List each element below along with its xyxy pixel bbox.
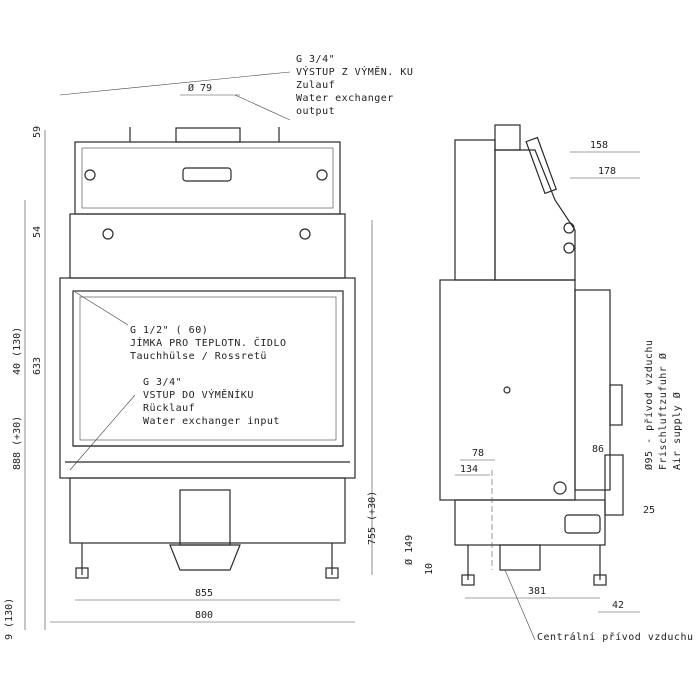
handle — [182, 167, 232, 182]
svg-text:JÍMKA PRO TEPLOTN. ČIDLO: JÍMKA PRO TEPLOTN. ČIDLO — [130, 336, 287, 349]
note-output: G 3/4" VÝSTUP Z VÝMĚN. KU Zulauf Water e… — [296, 54, 413, 117]
side-point — [503, 386, 511, 394]
foot-right-pad — [325, 567, 339, 579]
svg-text:Air supply Ø: Air supply Ø — [671, 392, 683, 470]
dim-9-130: 9 (130) — [4, 598, 15, 640]
note-input: G 3/4" VSTUP DO VÝMĚNÍKU Rücklauf Water … — [143, 377, 280, 427]
svg-text:Frischluftzufuhr Ø: Frischluftzufuhr Ø — [657, 353, 669, 470]
dim-888-30: 888 (+30) — [12, 416, 23, 470]
glass-inner — [79, 296, 337, 441]
connector-icon — [102, 228, 114, 240]
connector-icon — [299, 228, 311, 240]
bolt-icon — [84, 169, 96, 181]
front-view: 59 54 40 (130) 633 888 (+30) 755 (+30) 8… — [4, 54, 413, 640]
dim-855: 855 — [195, 588, 213, 599]
side-lower-box — [454, 499, 606, 546]
note-air-supply: Ø95 - přívod vzduchu Frischluftzufuhr Ø … — [643, 340, 683, 470]
dim-59: 59 — [32, 126, 43, 138]
side-view: 158 178 78 134 86 25 Ø 149 10 381 42 Ø95… — [403, 124, 694, 643]
side-lever — [609, 384, 623, 426]
svg-text:Ø95 - přívod vzduchu: Ø95 - přívod vzduchu — [643, 340, 655, 470]
svg-text:Rücklauf: Rücklauf — [143, 403, 195, 414]
dim-149: Ø 149 — [403, 535, 415, 565]
svg-text:G 3/4": G 3/4" — [296, 54, 335, 65]
svg-text:VSTUP DO VÝMĚNÍKU: VSTUP DO VÝMĚNÍKU — [143, 388, 254, 401]
leader-line-1 — [59, 71, 291, 96]
svg-text:VÝSTUP Z VÝMĚN. KU: VÝSTUP Z VÝMĚN. KU — [296, 65, 413, 78]
leader-bottom — [504, 569, 536, 641]
dim-42: 42 — [612, 600, 624, 611]
firebox-frame — [59, 277, 356, 479]
dim-78: 78 — [472, 448, 484, 459]
side-flue — [494, 124, 521, 151]
svg-text:G 1/2" ( 60): G 1/2" ( 60) — [130, 325, 208, 336]
svg-text:Tauchhülse / Rossretü: Tauchhülse / Rossretü — [130, 351, 267, 362]
side-foot-left-pad — [461, 574, 475, 586]
dim-40-130: 40 (130) — [12, 327, 23, 375]
bolt-icon — [316, 169, 328, 181]
ash-box — [179, 489, 231, 546]
dim-381: 381 — [528, 586, 546, 597]
side-foot-right-pad — [593, 574, 607, 586]
dim-178: 178 — [598, 166, 616, 177]
upper-housing-inner — [81, 147, 334, 209]
svg-text:G 3/4": G 3/4" — [143, 377, 182, 388]
side-air-duct — [499, 544, 541, 571]
dim-800: 800 — [195, 610, 213, 621]
svg-text:Water exchanger: Water exchanger — [296, 93, 394, 104]
svg-text:Water exchanger input: Water exchanger input — [143, 416, 280, 427]
note-central-air: Centrální přívod vzduchu — [537, 631, 694, 643]
dim-diam-79: Ø 79 — [188, 82, 212, 94]
side-door-edge — [604, 454, 624, 516]
dim-54: 54 — [32, 226, 43, 238]
dim-86: 86 — [592, 444, 604, 455]
svg-text:output: output — [296, 106, 335, 117]
side-upper-body — [494, 149, 576, 281]
leader-line-4 — [69, 394, 136, 471]
middle-band — [69, 213, 346, 279]
foot-left-pad — [75, 567, 89, 579]
side-knob-icon — [553, 481, 567, 495]
air-inlet — [169, 544, 241, 571]
side-top-section — [454, 139, 496, 281]
side-connector-icon — [563, 222, 575, 234]
dim-633: 633 — [32, 357, 43, 375]
dim-10: 10 — [424, 563, 435, 575]
upper-housing — [74, 141, 341, 215]
dim-134: 134 — [460, 464, 478, 475]
dim-25: 25 — [643, 505, 655, 516]
dim-158: 158 — [590, 140, 608, 151]
side-connector-icon — [563, 242, 575, 254]
lower-box — [69, 477, 346, 544]
dim-755-30: 755 (+30) — [367, 491, 378, 545]
side-plate — [564, 514, 601, 534]
leader-line-2 — [234, 94, 291, 121]
note-sensor: G 1/2" ( 60) JÍMKA PRO TEPLOTN. ČIDLO Ta… — [130, 325, 287, 362]
flue-collar — [175, 127, 241, 143]
side-handle — [525, 136, 557, 195]
svg-text:Zulauf: Zulauf — [296, 80, 335, 91]
leader-line-3 — [74, 291, 129, 326]
